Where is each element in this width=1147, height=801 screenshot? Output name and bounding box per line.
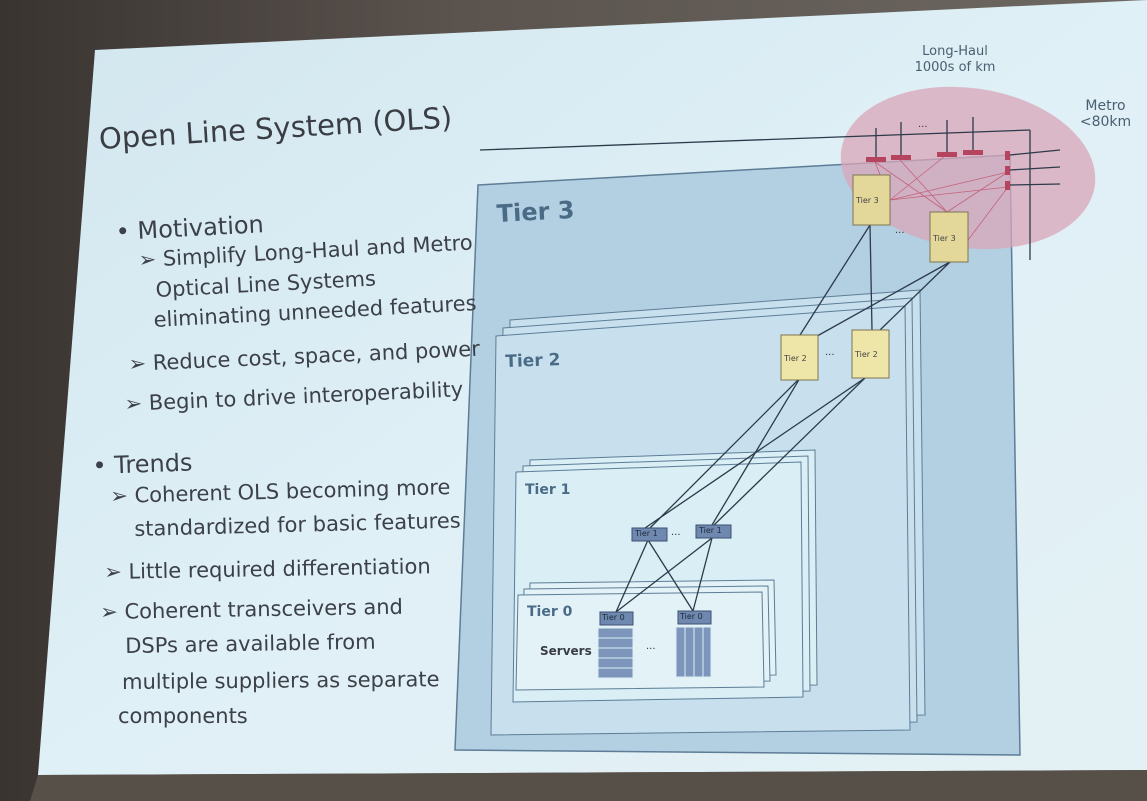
bullet-trends: • Trends [92,448,193,480]
tier2-node-label: Tier 2 [855,350,878,359]
ellipsis: ··· [895,228,905,239]
tier1-nodes [631,524,732,542]
servers-label: Servers [540,644,592,658]
tier3-node [852,174,891,226]
bullet-item: DSPs are available from [125,629,376,658]
ellipsis: ··· [918,122,928,133]
tier1-node [631,527,668,542]
ellipsis: ··· [646,644,656,655]
tier1-node-label: Tier 1 [635,529,658,538]
tier0-node [599,611,634,626]
amplifiers [866,150,1010,190]
long-haul-label: Long-Haul 1000s of km [900,44,1010,76]
long-haul-line: Long-Haul [922,44,988,59]
tier0-node-label: Tier 0 [602,613,625,622]
tier2-node [780,334,819,381]
tier3-node-label: Tier 3 [856,196,879,205]
tier1-label: Tier 1 [525,482,571,498]
tier2-node-label: Tier 2 [784,354,807,363]
long-haul-metro-ellipse [840,86,1096,250]
long-haul-arrows [875,117,1061,186]
tier1-node [695,524,732,539]
tier1-node-label: Tier 1 [699,526,722,535]
tier0-nodes [599,610,712,626]
slide-bottom-strip [30,770,1147,801]
tier3-node [929,211,969,263]
tier0-label: Tier 0 [527,604,573,620]
tier0-stack [515,579,777,691]
metro-line: Metro [1085,98,1126,114]
ellipsis: ··· [825,350,835,361]
tier0-node [677,610,712,625]
optical-links [874,155,1009,241]
tier2-label: Tier 2 [505,350,561,372]
server-racks [597,626,712,679]
tier2-nodes [780,329,890,381]
ellipsis: ··· [671,530,681,541]
links [479,129,1031,613]
bullet-item: multiple suppliers as separate [122,667,440,694]
tier3-node-label: Tier 3 [933,234,956,243]
tier2-node [851,329,890,379]
metro-distance: <80km [1079,114,1132,130]
tier3-nodes [852,174,969,263]
metro-label: Metro <80km [1068,98,1143,130]
tier3-label: Tier 3 [496,195,576,228]
long-haul-distance: 1000s of km [914,60,996,75]
bullet-item: components [118,704,248,728]
tier0-node-label: Tier 0 [680,612,703,621]
